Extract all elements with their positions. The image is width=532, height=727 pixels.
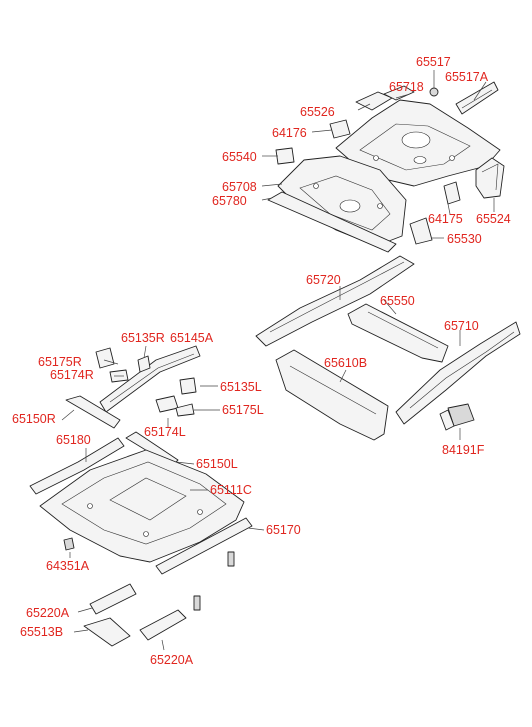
label-84191F: 84191F	[442, 443, 485, 457]
label-64175: 64175	[428, 212, 463, 226]
label-65513B: 65513B	[20, 625, 63, 639]
bracket-65135L-part	[179, 377, 197, 395]
label-65220A-lower: 65220A	[150, 653, 194, 667]
spare-tire-well-65524-part	[475, 157, 505, 199]
label-65780: 65780	[212, 194, 247, 208]
control-unit-84191F-part	[439, 403, 475, 431]
label-65180: 65180	[56, 433, 91, 447]
label-65145A: 65145A	[170, 331, 214, 345]
label-65517A: 65517A	[445, 70, 489, 84]
bracket-65513B-part	[83, 617, 131, 647]
bolt-part	[193, 551, 235, 611]
rear-side-member-65710-part	[395, 321, 521, 425]
label-65135R: 65135R	[121, 331, 165, 345]
side-member-65610B-part	[275, 349, 389, 441]
side-member-65180-part	[29, 437, 125, 495]
label-65150L: 65150L	[196, 457, 238, 471]
label-65530: 65530	[447, 232, 482, 246]
side-sill-65170-part	[155, 517, 253, 575]
bracket-65530-part	[409, 217, 433, 245]
label-65135L: 65135L	[220, 380, 262, 394]
rear-floor-side-bracket-part	[355, 85, 415, 111]
label-65150R: 65150R	[12, 412, 56, 426]
part-labels: 65517 65517A 65718 65526 64176 65540 657…	[12, 55, 511, 667]
label-65720: 65720	[306, 273, 341, 287]
plug-64351A-part	[63, 537, 75, 551]
bracket-65174L-part	[155, 395, 179, 413]
label-65170: 65170	[266, 523, 301, 537]
sill-reinforcement-65150R-part	[65, 395, 121, 429]
rear-crossmember-extension-part	[455, 81, 499, 115]
rear-crossmember-65780-part	[267, 191, 397, 253]
plate-65540-part	[275, 147, 295, 165]
label-65710: 65710	[444, 319, 479, 333]
bracket-65175R-part	[95, 347, 115, 369]
label-64176: 64176	[272, 126, 307, 140]
label-65526: 65526	[300, 105, 335, 119]
label-65175L: 65175L	[222, 403, 264, 417]
label-65220A-upper: 65220A	[26, 606, 70, 620]
label-65111C: 65111C	[210, 483, 252, 497]
label-65174R: 65174R	[50, 368, 94, 382]
bracket-65220A-upper-part	[89, 583, 137, 615]
label-65708: 65708	[222, 180, 257, 194]
label-65550: 65550	[380, 294, 415, 308]
front-floor-pan-65111C-part	[39, 449, 245, 563]
label-65610B: 65610B	[324, 356, 367, 370]
label-65517: 65517	[416, 55, 451, 69]
bracket-65175L-part	[175, 403, 195, 417]
label-65540: 65540	[222, 150, 257, 164]
label-65718: 65718	[389, 80, 424, 94]
rear-side-member-65720-part	[255, 255, 415, 347]
bracket-64175-part	[443, 181, 461, 205]
label-65174L: 65174L	[144, 425, 186, 439]
small-bracket-64176-part	[329, 119, 351, 139]
bracket-65135R-part	[137, 355, 151, 373]
label-65175R: 65175R	[38, 355, 82, 369]
nut-part	[429, 87, 439, 97]
leader-lines	[61, 70, 495, 651]
bracket-65220A-lower-part	[139, 609, 187, 641]
label-65524: 65524	[476, 212, 511, 226]
rear-crossmember-65550-part	[347, 303, 449, 363]
label-64351A: 64351A	[46, 559, 90, 573]
